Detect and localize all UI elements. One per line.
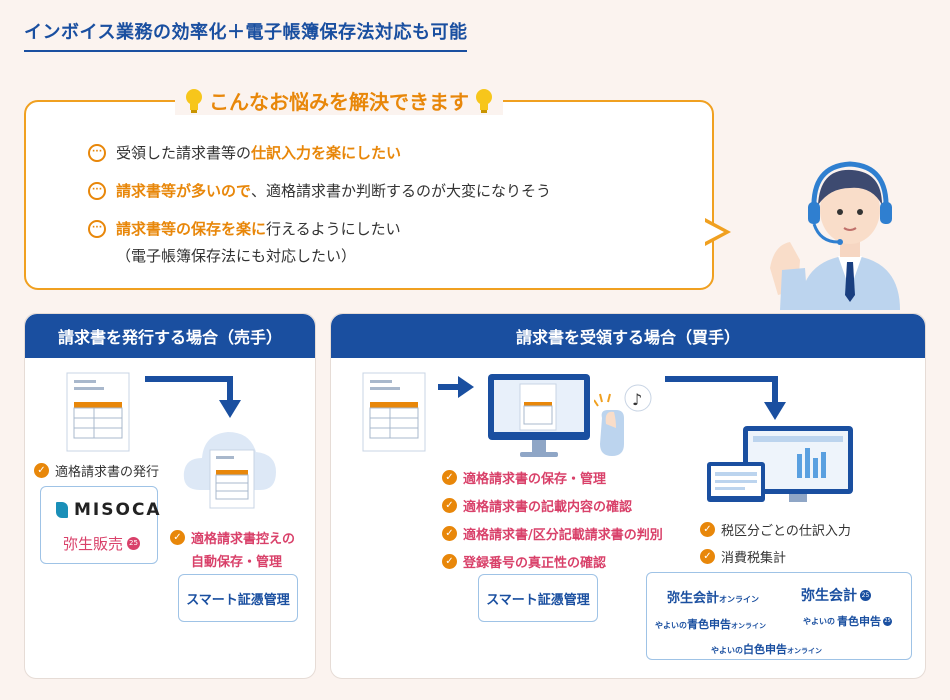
- check-icon: ✓: [700, 549, 715, 564]
- product-yayoi-kaikei: 弥生会計 25: [801, 588, 871, 604]
- buyer-smart-box: スマート証憑管理: [478, 574, 598, 622]
- buyer-right-checks: ✓税区分ごとの仕訳入力 ✓消費税集計: [700, 520, 851, 566]
- chat-icon: ···: [88, 220, 106, 238]
- chat-icon: ···: [88, 144, 106, 162]
- product-yayoi-kaikei-online: 弥生会計オンライン: [667, 591, 760, 606]
- misoca-logo: MISOCA: [74, 500, 162, 520]
- arrow-right-icon: [438, 376, 474, 398]
- version-badge: 25: [127, 537, 141, 550]
- product-aoiro-online: やよいの青色申告オンライン: [655, 618, 766, 631]
- operator-illustration: [770, 161, 900, 310]
- buyer-check-item: ✓適格請求書の保存・管理: [442, 468, 663, 487]
- check-icon: ✓: [442, 470, 457, 485]
- accounting-software-icon: [707, 426, 853, 502]
- arrow-icon: [145, 376, 241, 418]
- concerns-bubble: [24, 100, 714, 290]
- bubble-title: こんなお悩みを解決できます: [175, 86, 503, 115]
- seller-smart-box: スマート証憑管理: [178, 574, 298, 622]
- check-icon: ✓: [170, 530, 185, 545]
- seller-panel-title: 請求書を発行する場合（売手）: [25, 314, 315, 358]
- misoca-logo-icon: [56, 502, 68, 518]
- arrow-icon: [665, 376, 786, 420]
- buyer-check-item: ✓適格請求書の記載内容の確認: [442, 496, 663, 515]
- concern-sub: （電子帳簿保存法にも対応したい）: [116, 247, 357, 265]
- check-icon: ✓: [442, 554, 457, 569]
- mouse-click-icon: ♪: [594, 384, 652, 456]
- check-icon: ✓: [34, 463, 49, 478]
- check-icon: ✓: [442, 526, 457, 541]
- concern-item: ··· 請求書等が多いので、適格請求書か判断するのが大変になりそう: [88, 180, 551, 201]
- buyer-right-check-item: ✓税区分ごとの仕訳入力: [700, 520, 851, 539]
- concern-item: ··· 請求書等の保存を楽に行えるようにしたい （電子帳簿保存法にも対応したい）: [88, 218, 401, 266]
- check-icon: ✓: [442, 498, 457, 513]
- buyer-right-check-item: ✓消費税集計: [700, 547, 851, 566]
- monitor-icon: [488, 374, 590, 457]
- buyer-panel-title: 請求書を受領する場合（買手）: [331, 314, 925, 358]
- invoice-document-icon: [66, 372, 130, 452]
- lightbulb-icon: [186, 88, 202, 113]
- page-heading: インボイス業務の効率化＋電子帳簿保存法対応も可能: [24, 18, 468, 52]
- chat-icon: ···: [88, 182, 106, 200]
- seller-check-issue: ✓ 適格請求書の発行: [34, 461, 159, 480]
- buyer-products-box: 弥生会計オンライン 弥生会計 25 やよいの青色申告オンライン やよいの青色申告…: [646, 572, 912, 660]
- seller-check-auto-save: ✓適格請求書控えの 自動保存・管理: [170, 528, 295, 570]
- yayoi-sales-label: 弥生販売: [63, 535, 124, 553]
- lightbulb-icon: [476, 88, 492, 113]
- check-icon: ✓: [700, 522, 715, 537]
- seller-products-box: MISOCA 弥生販売 25: [40, 486, 160, 564]
- version-badge: 25: [883, 616, 892, 626]
- product-aoiro: やよいの青色申告 25: [803, 615, 892, 628]
- buyer-checks-list: ✓適格請求書の保存・管理 ✓適格請求書の記載内容の確認 ✓適格請求書/区分記載請…: [442, 468, 663, 571]
- buyer-check-item: ✓適格請求書/区分記載請求書の判別: [442, 524, 663, 543]
- invoice-document-icon: [362, 372, 426, 452]
- svg-text:♪: ♪: [632, 390, 642, 409]
- version-badge: 25: [860, 589, 871, 601]
- product-shiroiro-online: やよいの白色申告オンライン: [711, 643, 822, 656]
- concern-item: ··· 受領した請求書等の仕訳入力を楽にしたい: [88, 142, 401, 163]
- buyer-check-item: ✓登録番号の真正性の確認: [442, 552, 663, 571]
- cloud-storage-icon: [183, 432, 276, 509]
